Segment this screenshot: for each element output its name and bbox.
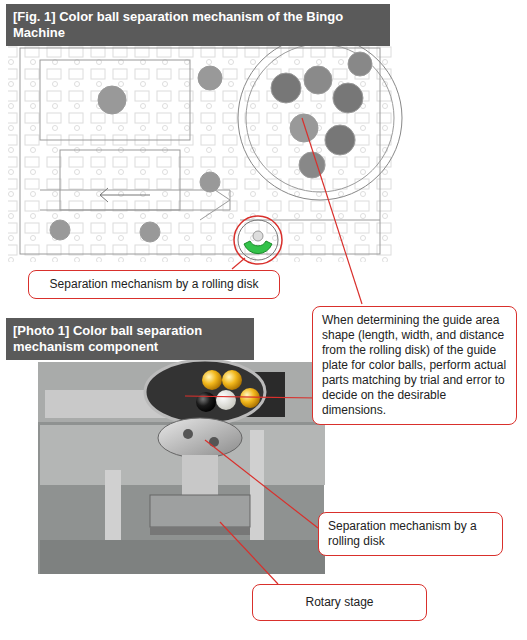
leader-line [185,396,318,398]
ball [50,220,70,240]
node-text: Separation mechanism by a rolling disk [328,519,493,549]
ball [304,66,332,94]
title-band: [Fig. 1] Color ball separation mechanism… [6,4,390,46]
disk-hub [253,231,263,241]
hopper-bowl [145,360,265,424]
callout-box: When determining the guide area shape (l… [312,306,517,425]
title: [Fig. 1] Color ball separation mechanism… [13,9,383,41]
hopper-inner [246,44,394,192]
technical-drawing [8,36,402,262]
ball [325,125,355,155]
yellow-ball [202,370,222,390]
green-guide [244,241,272,254]
disk-hole [183,429,193,439]
ball [348,52,372,76]
part-outline [40,60,190,140]
rotary-stage-base [150,527,250,535]
node-text: Rotary stage [262,595,417,610]
leader-line [232,258,245,269]
ball [271,73,301,103]
flow-arrow [100,188,150,202]
rolling-disk-drawing [238,220,278,260]
leader-line [302,118,362,304]
highlight-circle [234,216,282,264]
rotary-stage [150,495,250,527]
node-text: Separation mechanism by a rolling disk [38,277,270,292]
node-text: When determining the guide area shape (l… [322,313,507,418]
shaft [182,455,218,495]
ball [98,86,126,114]
node-text: [Photo 1] Color ball separation mechanis… [13,323,247,355]
ball [299,152,325,178]
part-outline [60,150,180,210]
yellow-ball [222,370,242,390]
leader-line [205,440,318,528]
ball [333,83,363,113]
ball [198,66,222,90]
drawing-texture [8,36,392,262]
photo-floor [40,540,325,574]
callout-box: Separation mechanism by a rolling disk [318,512,503,556]
photo-heading: [Photo 1] Color ball separation mechanis… [6,318,254,360]
ball [290,114,318,142]
chute [40,190,230,210]
white-ball [216,390,236,410]
yellow-ball [240,388,260,408]
leader-line [220,522,278,584]
black-ball [196,392,216,412]
callout-box: Rotary stage [252,584,427,621]
ball [140,222,160,242]
rolling-disk [158,418,242,458]
callout-box: Separation mechanism by a rolling disk [28,270,280,299]
disk-hole [209,437,219,447]
photo [38,360,325,574]
arrow-outline [200,180,230,220]
frame-outline [20,48,380,254]
